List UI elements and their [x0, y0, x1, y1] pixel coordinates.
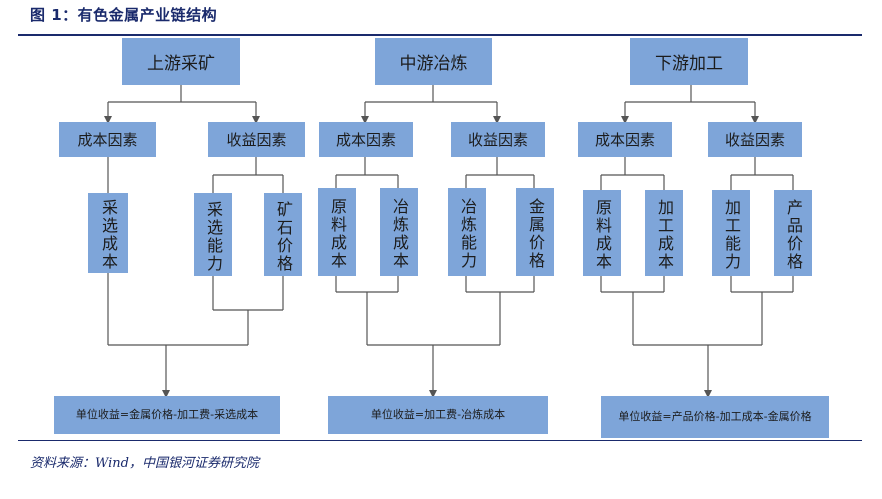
downstream-raw-material-cost-box: 原料成本 — [583, 190, 621, 276]
downstream-processing-capacity-box: 加工能力 — [712, 190, 750, 276]
top-rule — [18, 34, 862, 36]
stage-downstream-box: 下游加工 — [630, 38, 748, 85]
stage-midstream-box: 中游冶炼 — [375, 38, 492, 85]
downstream-formula-box: 单位收益=产品价格-加工成本-金属价格 — [601, 396, 829, 438]
figure-title: 图 1：有色金属产业链结构 — [30, 6, 218, 24]
midstream-cost-factor-box: 成本因素 — [319, 122, 413, 157]
upstream-ore-price-box: 矿石价格 — [264, 193, 302, 276]
bottom-rule — [18, 440, 862, 441]
downstream-processing-cost-box: 加工成本 — [645, 190, 683, 276]
midstream-formula-box: 单位收益=加工费-冶炼成本 — [328, 396, 548, 434]
downstream-revenue-factor-box: 收益因素 — [708, 122, 802, 157]
upstream-revenue-factor-box: 收益因素 — [208, 122, 305, 157]
stage-upstream-box: 上游采矿 — [122, 38, 240, 85]
midstream-metal-price-box: 金属价格 — [516, 188, 554, 276]
midstream-raw-material-cost-box: 原料成本 — [318, 188, 356, 276]
upstream-mining-capacity-box: 采选能力 — [194, 193, 232, 276]
midstream-smelting-capacity-box: 冶炼能力 — [448, 188, 486, 276]
upstream-cost-factor-box: 成本因素 — [59, 122, 156, 157]
midstream-smelting-cost-box: 冶炼成本 — [380, 188, 418, 276]
downstream-cost-factor-box: 成本因素 — [578, 122, 672, 157]
upstream-formula-box: 单位收益=金属价格-加工费-采选成本 — [54, 396, 280, 434]
upstream-mining-cost-box: 采选成本 — [88, 193, 128, 273]
downstream-product-price-box: 产品价格 — [774, 190, 812, 276]
midstream-revenue-factor-box: 收益因素 — [451, 122, 545, 157]
source-note: 资料来源：Wind，中国银河证券研究院 — [30, 456, 259, 471]
